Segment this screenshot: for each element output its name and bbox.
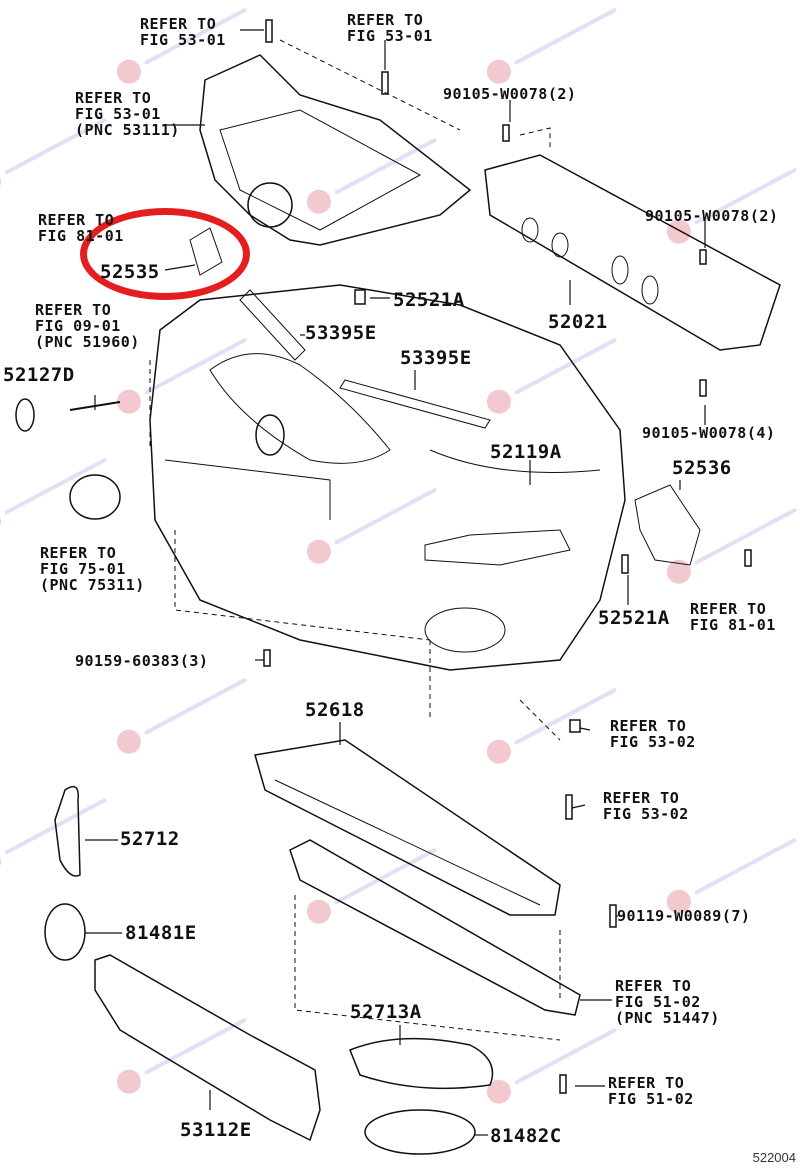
part-52119a-label: 52119A — [490, 441, 562, 463]
lower-grille — [94, 954, 321, 1142]
part-52535-label: 52535 — [100, 261, 160, 283]
part-81481e-label: 81481E — [125, 922, 197, 944]
part-53395e-label: 53395E — [400, 347, 472, 369]
diagram-code: 522004 — [752, 1150, 796, 1165]
bumper-cover — [149, 284, 626, 671]
refer-fig-81-01-label: REFER TO FIG 81-01 — [690, 600, 776, 634]
refer-fig-53-02-label: REFER TO FIG 53-02 — [603, 789, 689, 823]
bolt-90119-label: 90119-W0089(7) — [617, 907, 751, 925]
refer-fig-09-01-label: REFER TO FIG 09-01 (PNC 51960) — [35, 301, 140, 351]
refer-fig-53-01-label: REFER TO FIG 53-01 — [140, 15, 226, 49]
refer-fig-51-02-pnc-label: REFER TO FIG 51-02 (PNC 51447) — [615, 977, 720, 1027]
bolt-90105-label: 90105-W0078(2) — [443, 85, 577, 103]
refer-fig-53-01-pnc-label: REFER TO FIG 53-01 (PNC 53111) — [75, 89, 180, 139]
part-53395e-label: 53395E — [305, 322, 377, 344]
part-52521a-label: 52521A — [598, 607, 670, 629]
molding-52712 — [54, 785, 81, 877]
upper-grille — [199, 54, 472, 246]
lower-absorber — [254, 739, 561, 916]
highlight-circle — [80, 208, 250, 300]
part-52618-label: 52618 — [305, 699, 365, 721]
bumper-reinforcement — [484, 154, 781, 351]
part-52536-label: 52536 — [672, 457, 732, 479]
part-52021-label: 52021 — [548, 311, 608, 333]
bolt-90159-label: 90159-60383(3) — [75, 652, 209, 670]
part-52712-label: 52712 — [120, 828, 180, 850]
refer-fig-51-02-label: REFER TO FIG 51-02 — [608, 1074, 694, 1108]
part-52127d-label: 52127D — [3, 364, 75, 386]
part-52521a-label: 52521A — [393, 289, 465, 311]
part-53112e-label: 53112E — [180, 1119, 252, 1141]
bolt-90105-4-label: 90105-W0078(4) — [642, 424, 776, 442]
refer-fig-81-01-label: REFER TO FIG 81-01 — [38, 211, 124, 245]
refer-fig-75-01-label: REFER TO FIG 75-01 (PNC 75311) — [40, 544, 145, 594]
refer-fig-53-01-label: REFER TO FIG 53-01 — [347, 11, 433, 45]
bolt-90105-label: 90105-W0078(2) — [645, 207, 779, 225]
part-81482c-label: 81482C — [490, 1125, 562, 1147]
part-52713a-label: 52713A — [350, 1001, 422, 1023]
refer-fig-53-02-label: REFER TO FIG 53-02 — [610, 717, 696, 751]
